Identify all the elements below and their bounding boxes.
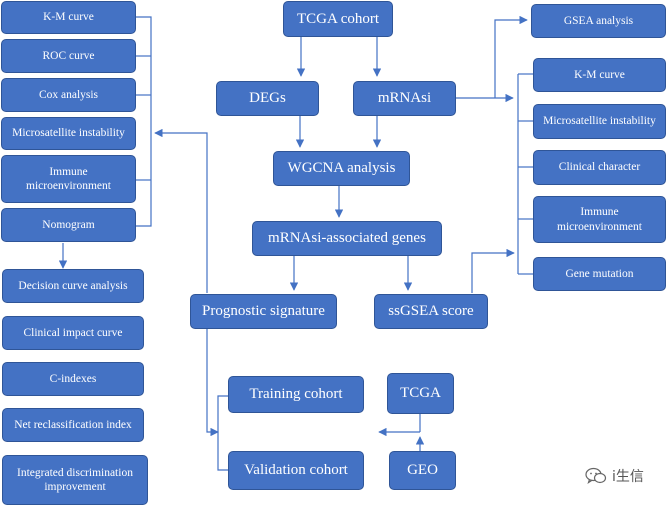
cohort-bracket — [217, 395, 228, 471]
clinical-impact-box: Clinical impact curve — [2, 316, 144, 350]
mrnasi-genes-box: mRNAsi-associated genes — [252, 221, 442, 256]
mrnasi-box: mRNAsi — [353, 81, 456, 116]
decision-curve-box: Decision curve analysis — [2, 269, 144, 303]
training-cohort-box: Training cohort — [228, 376, 364, 413]
gene-mutation-box: Gene mutation — [533, 257, 666, 291]
wechat-icon — [585, 467, 607, 484]
prognostic-signature-box: Prognostic signature — [190, 294, 337, 329]
left-roc-curve-box: ROC curve — [1, 39, 136, 73]
wgcna-box: WGCNA analysis — [273, 151, 410, 186]
watermark-text: i生信 — [612, 469, 644, 485]
right-km-curve-box: K-M curve — [533, 58, 666, 92]
left-nomogram-box: Nomogram — [1, 208, 136, 242]
arrow-prognostic-to-left — [154, 128, 208, 293]
left-km-curve-box: K-M curve — [1, 1, 136, 34]
ssgsea-score-box: ssGSEA score — [374, 294, 488, 329]
net-reclassification-box: Net reclassification index — [2, 408, 144, 442]
gsea-analysis-box: GSEA analysis — [531, 4, 666, 38]
integrated-discrimination-box: Integrated discrimination improvement — [2, 455, 148, 505]
right-immune-box: Immune microenvironment — [533, 196, 666, 243]
right-microsatellite-box: Microsatellite instability — [533, 104, 666, 139]
validation-cohort-box: Validation cohort — [228, 451, 364, 490]
geo-box: GEO — [389, 451, 456, 490]
arrow-to-gsea — [494, 15, 528, 98]
watermark: i生信 — [585, 466, 644, 486]
clinical-character-box: Clinical character — [533, 150, 666, 185]
left-bracket — [136, 16, 152, 227]
arrow-prognostic-to-cohorts — [206, 329, 219, 437]
arrow-ssgsea-to-right — [471, 248, 515, 293]
tcga-cohort-box: TCGA cohort — [283, 1, 393, 37]
left-immune-box: Immune microenvironment — [1, 155, 136, 203]
left-cox-analysis-box: Cox analysis — [1, 78, 136, 112]
c-indexes-box: C-indexes — [2, 362, 144, 396]
degs-box: DEGs — [216, 81, 319, 116]
tcga-box: TCGA — [387, 373, 454, 414]
left-microsatellite-box: Microsatellite instability — [1, 117, 136, 150]
